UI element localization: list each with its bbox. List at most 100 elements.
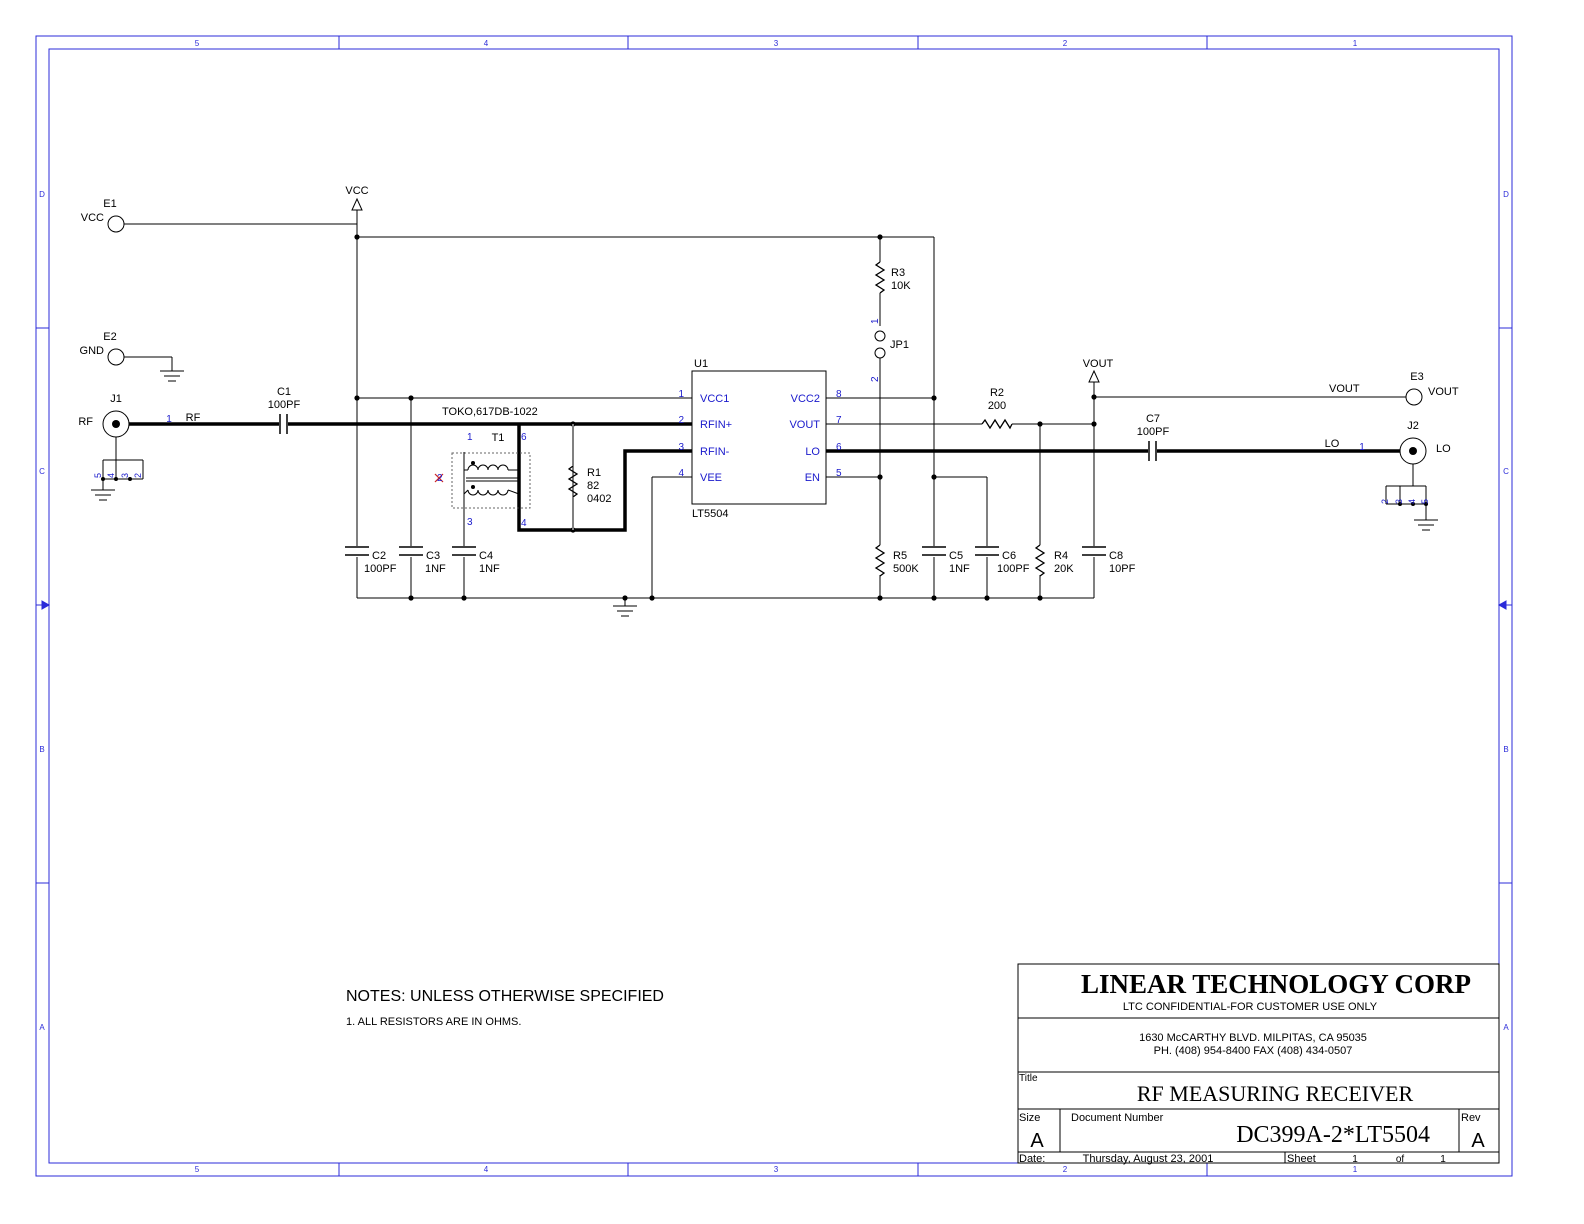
col-label: 2 [1063, 39, 1068, 48]
resistor-r3: R3 10K [874, 261, 911, 294]
u1-pin-name: EN [805, 472, 820, 484]
u1-pin-number: 6 [836, 442, 842, 453]
u1-pin-number: 2 [678, 415, 684, 426]
sheet-number: 1 [1352, 1154, 1358, 1165]
c8-ref: C8 [1109, 550, 1123, 562]
notes: NOTES: UNLESS OTHERWISE SPECIFIED 1. ALL… [346, 988, 664, 1028]
jp1-ref: JP1 [890, 339, 909, 351]
j1-pin: 1 [166, 414, 172, 425]
u1-pin-name: RFIN+ [700, 419, 732, 431]
col-label: 1 [1353, 39, 1358, 48]
rf-net-label: RF [186, 412, 201, 424]
jp1-pin1: 1 [870, 318, 881, 324]
row-label: A [39, 1023, 45, 1032]
document-number: DC399A-2*LT5504 [1236, 1122, 1430, 1148]
date-label: Date: [1019, 1153, 1045, 1165]
e1-net: VCC [81, 212, 104, 224]
vcc-flag-label: VCC [345, 185, 368, 197]
ground-icon [1414, 519, 1438, 531]
j2-shield-pin: 3 [1394, 499, 1404, 504]
t1-pin: 4 [521, 518, 527, 529]
j2-shield-pin: 2 [1380, 499, 1390, 504]
j1-shield-pin: 5 [93, 473, 103, 478]
j1-net: RF [78, 416, 93, 428]
e3-ref: E3 [1410, 371, 1423, 383]
row-label: A [1503, 1023, 1509, 1032]
u1-pin-name: VCC1 [700, 393, 729, 405]
ground-icon [613, 605, 637, 617]
ground-icon [91, 489, 115, 501]
terminal-e1: E1 VCC [81, 198, 125, 233]
col-label: 4 [484, 39, 489, 48]
u1-pin-name: VEE [700, 472, 722, 484]
u1-ref: U1 [694, 358, 708, 370]
title-label: Title [1019, 1073, 1038, 1084]
row-label: D [1503, 190, 1509, 199]
c7-value: 100PF [1137, 426, 1170, 438]
e2-net: GND [80, 345, 105, 357]
t1-pin: 2 [437, 473, 443, 484]
u1-part: LT5504 [692, 508, 729, 520]
c3-value: 1NF [425, 563, 446, 575]
confidential-notice: LTC CONFIDENTIAL-FOR CUSTOMER USE ONLY [1123, 1001, 1378, 1013]
connector-j2: J2 LO 1 LO 2 3 4 5 [1325, 420, 1451, 531]
row-label: C [39, 467, 45, 476]
c1-ref: C1 [277, 386, 291, 398]
ic-u1: U1 LT5504 VCC1 RFIN+ RFIN- VEE VCC2 VOUT… [678, 358, 842, 520]
u1-pin-number: 1 [678, 389, 684, 400]
revision: A [1471, 1130, 1485, 1152]
c3-ref: C3 [426, 550, 440, 562]
r5-ref: R5 [893, 550, 907, 562]
r1-package: 0402 [587, 493, 611, 505]
row-label: D [39, 190, 45, 199]
col-label: 4 [484, 1165, 489, 1174]
junctions [354, 234, 1097, 601]
r1-value: 82 [587, 480, 599, 492]
capacitor-c5: C5 1NF [921, 546, 970, 575]
capacitor-c4: C4 1NF [451, 546, 500, 575]
notes-item: 1. ALL RESISTORS ARE IN OHMS. [346, 1016, 521, 1028]
ground-icon [160, 370, 184, 382]
t1-pin: 6 [521, 432, 527, 443]
notes-title: NOTES: UNLESS OTHERWISE SPECIFIED [346, 988, 664, 1005]
r5-value: 500K [893, 563, 919, 575]
row-label: B [39, 745, 44, 754]
j1-ref: J1 [110, 393, 122, 405]
c6-ref: C6 [1002, 550, 1016, 562]
resistor-r1: R1 82 0402 [567, 424, 611, 530]
sheet-size: A [1030, 1130, 1044, 1152]
e1-ref: E1 [103, 198, 116, 210]
c4-ref: C4 [479, 550, 493, 562]
u1-pin-name: LO [805, 446, 820, 458]
c2-value: 100PF [364, 563, 397, 575]
connector-j1: J1 RF 1 RF 5 4 3 2 [78, 393, 201, 501]
t1-pin: 1 [467, 432, 473, 443]
j2-shield-pin: 4 [1407, 499, 1417, 504]
j1-shield-pin: 2 [133, 473, 143, 478]
frame-labels: 5 4 3 2 1 5 4 3 2 1 D C B A D C B A [39, 39, 1509, 1174]
row-label: C [1503, 467, 1509, 476]
r1-ref: R1 [587, 467, 601, 479]
r2-value: 200 [988, 400, 1006, 412]
j2-pin: 1 [1359, 442, 1365, 453]
j1-shield-pin: 4 [106, 473, 116, 478]
c5-value: 1NF [949, 563, 970, 575]
sheet-label: Sheet [1287, 1153, 1316, 1165]
jp1-pin2: 2 [870, 376, 881, 382]
company-address: 1630 McCARTHY BLVD. MILPITAS, CA 95035 [1139, 1032, 1367, 1044]
j2-shield-pin: 5 [1420, 499, 1430, 504]
c6-value: 100PF [997, 563, 1030, 575]
row-label: B [1503, 745, 1508, 754]
e3-net: VOUT [1428, 386, 1459, 398]
capacitor-c1: C1 100PF [268, 386, 300, 434]
drawing-date: Thursday, August 23, 2001 [1083, 1153, 1214, 1165]
c5-ref: C5 [949, 550, 963, 562]
col-label: 5 [195, 1165, 200, 1174]
capacitor-c8: C8 10PF [1081, 546, 1136, 575]
drawing-title: RF MEASURING RECEIVER [1137, 1081, 1414, 1106]
capacitor-c2: C2 100PF [344, 546, 397, 575]
capacitor-c3: C3 1NF [398, 546, 446, 575]
j2-ref: J2 [1407, 420, 1419, 432]
col-label: 2 [1063, 1165, 1068, 1174]
